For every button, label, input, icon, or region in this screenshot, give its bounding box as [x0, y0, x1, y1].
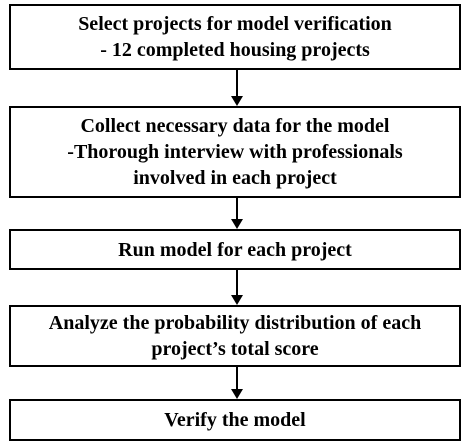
step-4-box: Analyze the probability distribution of …	[9, 305, 461, 367]
step-2-box: Collect necessary data for the model -Th…	[9, 106, 461, 198]
step-1-line-2: - 12 completed housing projects	[100, 39, 370, 61]
step-4-line-1: Analyze the probability distribution of …	[48, 312, 422, 334]
step-2-line-2: -Thorough interview with professionals	[67, 141, 403, 163]
step-3-box: Run model for each project	[9, 229, 461, 270]
step-2-line-3: involved in each project	[133, 167, 337, 189]
step-1-line-1: Select projects for model verification	[78, 13, 392, 35]
arrow-1	[231, 70, 243, 106]
step-5-line-1: Verify the model	[164, 409, 306, 431]
step-3-line-1: Run model for each project	[118, 238, 352, 261]
arrow-4	[231, 367, 243, 399]
step-4-line-2: project’s total score	[151, 338, 319, 360]
step-2-line-1: Collect necessary data for the model	[80, 115, 390, 137]
step-5-box: Verify the model	[9, 399, 461, 441]
arrow-3	[231, 270, 243, 305]
arrow-2	[231, 198, 243, 229]
step-1-box: Select projects for model verification -…	[9, 4, 461, 70]
